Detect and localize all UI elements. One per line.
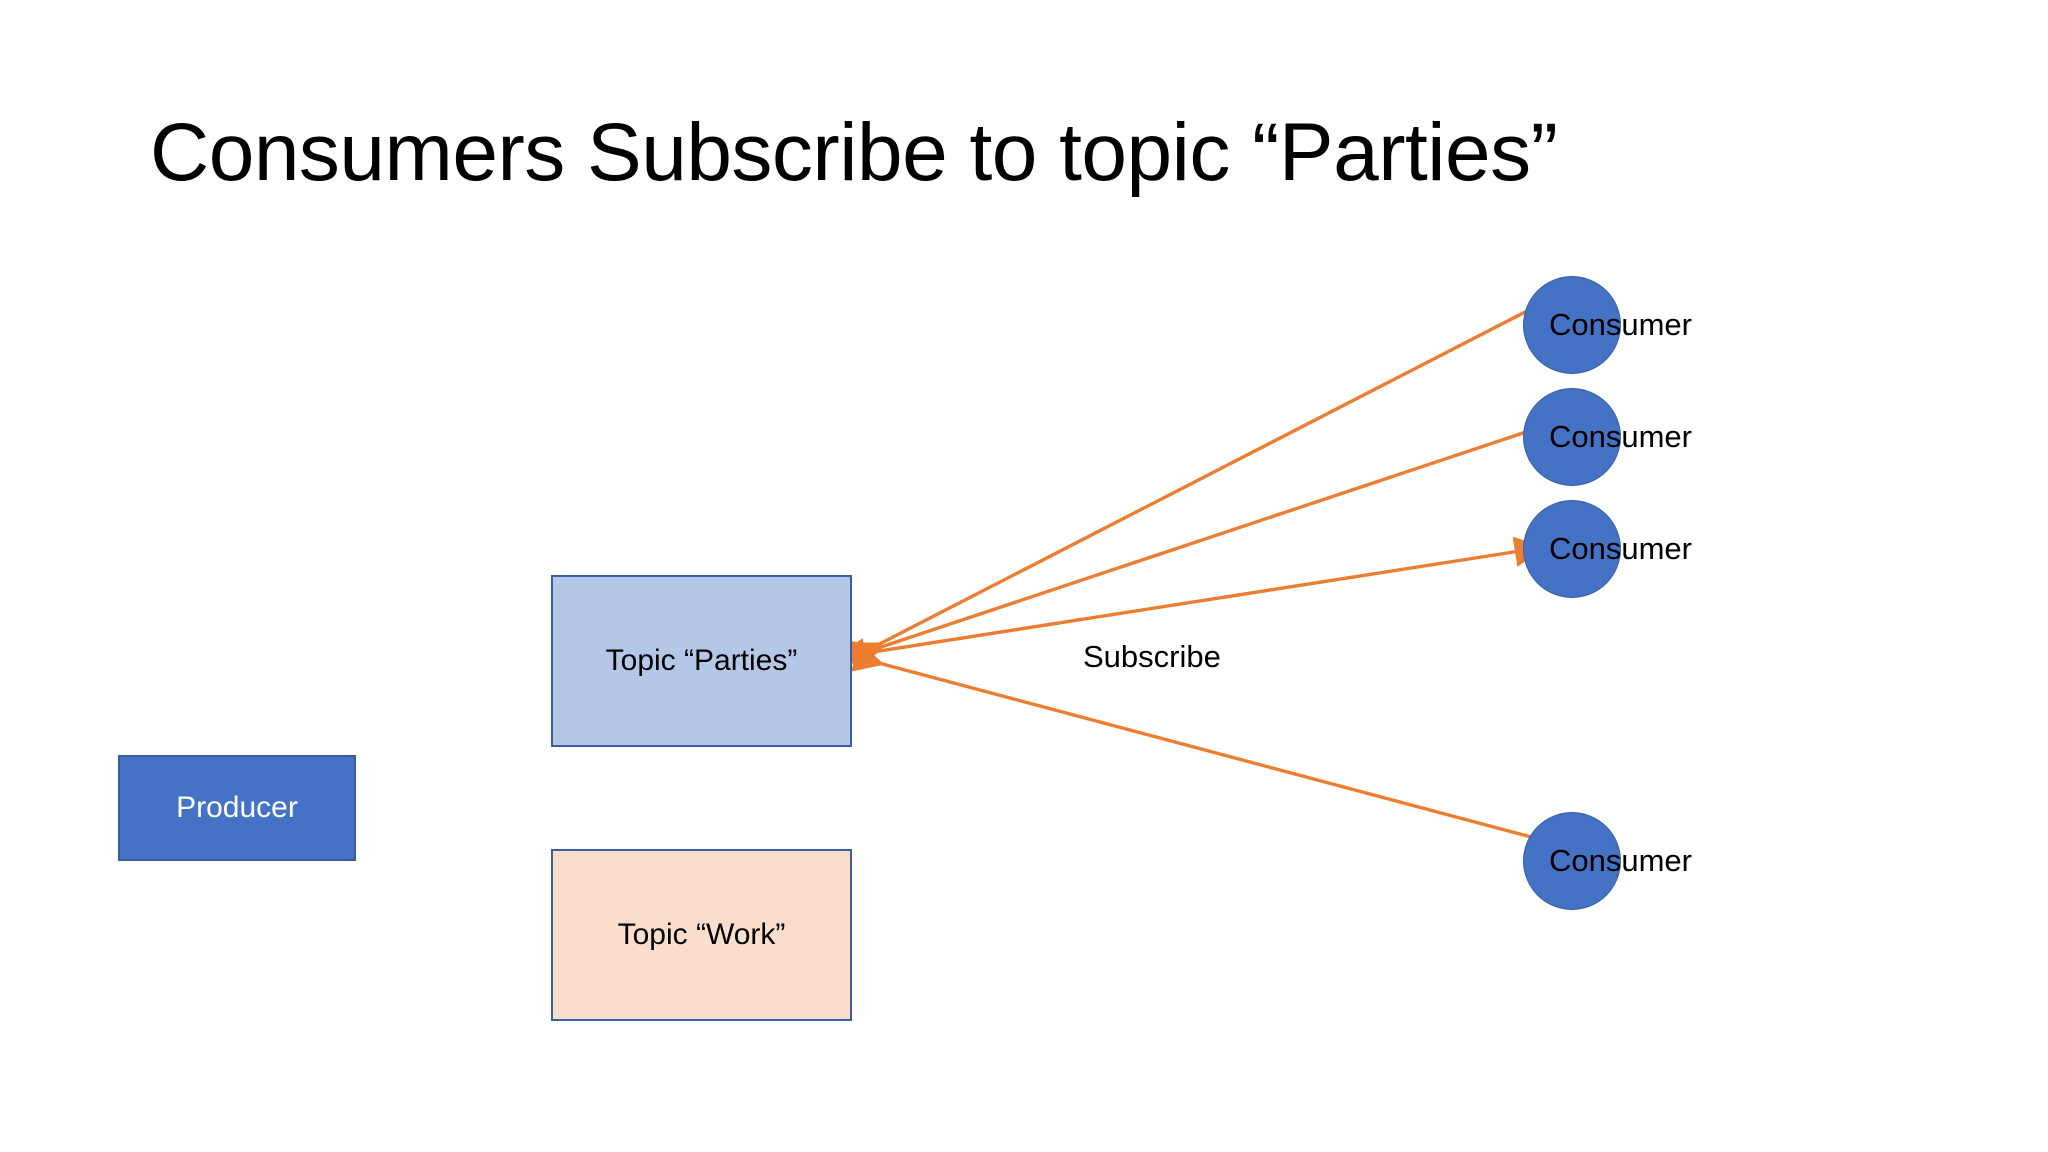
consumer-node-3[interactable]: Consumer	[1523, 500, 1692, 598]
subscribe-connector-label: Subscribe	[1083, 639, 1221, 674]
consumer-node-2[interactable]: Consumer	[1523, 388, 1692, 486]
consumer-node-1[interactable]: Consumer	[1523, 276, 1692, 374]
topic-work-node[interactable]: Topic “Work”	[551, 849, 852, 1021]
consumer-circle-icon	[1523, 276, 1621, 374]
consumer-circle-icon	[1523, 500, 1621, 598]
producer-node[interactable]: Producer	[118, 755, 356, 861]
topic-parties-label: Topic “Parties”	[605, 644, 798, 677]
consumer-label-4: Consumer	[1549, 843, 1692, 878]
consumer-circle-icon	[1523, 388, 1621, 486]
topic-parties-node[interactable]: Topic “Parties”	[551, 575, 852, 747]
topic-work-label: Topic “Work”	[617, 918, 786, 951]
consumer-node-4[interactable]: Consumer	[1523, 812, 1692, 910]
consumer-label-2: Consumer	[1549, 419, 1692, 454]
consumer-label-3: Consumer	[1549, 531, 1692, 566]
consumer-label-1: Consumer	[1549, 307, 1692, 342]
connector-consumer-4	[851, 641, 1536, 840]
connector-consumer-1	[848, 308, 1530, 670]
producer-label: Producer	[176, 791, 298, 824]
connector-consumer-2	[850, 430, 1527, 671]
consumer-circle-icon	[1523, 812, 1621, 910]
page-title: Consumers Subscribe to topic “Parties”	[150, 107, 1558, 198]
